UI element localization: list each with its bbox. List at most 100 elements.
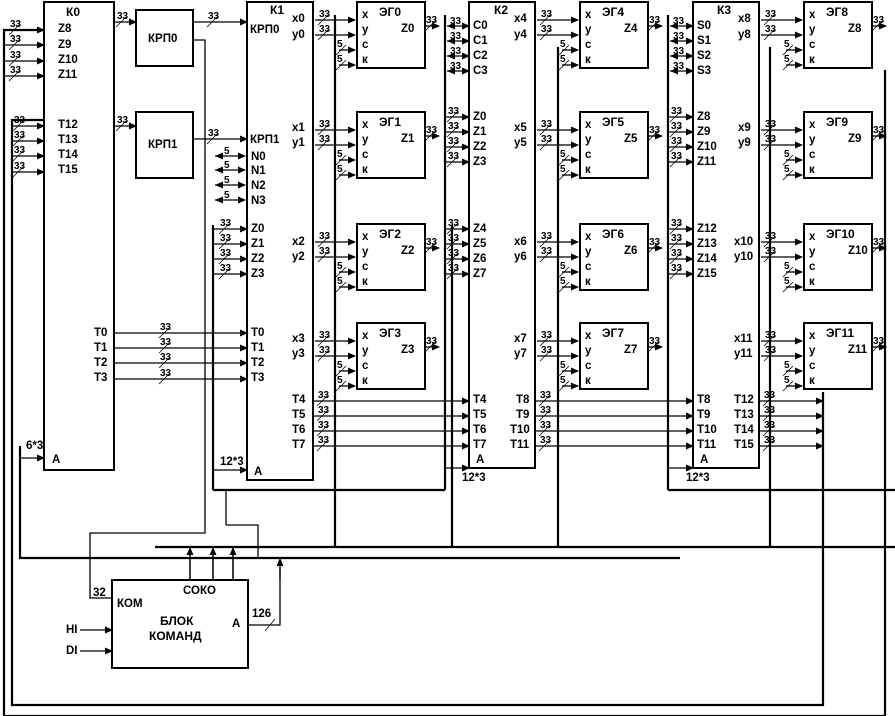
command-block-soko: СОКО — [183, 585, 216, 597]
eg-output-label: Z2 — [401, 245, 414, 257]
bus-slash — [158, 373, 170, 385]
bus-width: 33 — [450, 46, 462, 57]
k1-in-z1: Z1 — [251, 238, 265, 250]
bus-width: 5 — [337, 375, 343, 386]
bus-slash — [647, 242, 659, 254]
k2-width: 12*3 — [462, 472, 486, 484]
k1-n-arrowhead — [215, 166, 223, 174]
bus-width: 33 — [765, 9, 777, 20]
k2-t8: T8 — [516, 394, 530, 406]
control-arrowhead — [670, 67, 678, 75]
k2-labels: К2 C0 C1 C2 C3 Z0 Z1 Z2 Z3 Z4 Z5 Z6 Z7 T… — [462, 3, 530, 484]
bus-width: 5 — [784, 149, 790, 160]
k1-n-arrowhead — [215, 196, 223, 204]
eg-port-1: y — [809, 345, 816, 357]
eg-box — [356, 322, 426, 390]
bus-slash — [424, 130, 436, 142]
bus-width: 33 — [541, 231, 553, 242]
bus-slash — [539, 14, 551, 26]
k3-addr: A — [700, 454, 708, 466]
eg-port-3: к — [585, 164, 591, 176]
signal-wires — [4, 14, 887, 655]
eg-box — [579, 111, 649, 179]
bus-slash — [317, 335, 329, 347]
k3-t12: T12 — [734, 394, 754, 406]
k0-block — [43, 1, 115, 471]
eg-port-1: y — [809, 24, 816, 36]
bus-slash — [12, 166, 24, 178]
k2-addr: A — [476, 454, 484, 466]
k3-y11: y11 — [734, 348, 753, 360]
eg-output-label: Z9 — [848, 133, 861, 145]
bus-width: 33 — [14, 161, 26, 172]
k3-in-z14: Z14 — [697, 253, 717, 265]
bus-slash — [647, 341, 659, 353]
k2-in-c2: C2 — [473, 50, 488, 62]
bus-width: 33 — [765, 119, 777, 130]
bus-slash — [206, 16, 218, 28]
bus-width: 33 — [541, 9, 553, 20]
bus-width: 5 — [337, 54, 343, 65]
k1-y3: y3 — [292, 348, 305, 360]
bus-slash — [446, 111, 458, 123]
bus-slash — [317, 350, 329, 362]
k1-x3: x3 — [292, 333, 305, 345]
k2-in-z7: Z7 — [473, 268, 486, 280]
bus-slash — [782, 44, 794, 56]
bus-slash — [763, 124, 775, 136]
eg-port-2: c — [809, 39, 816, 51]
bus-slash — [335, 380, 347, 392]
bus-width: 33 — [160, 337, 172, 348]
bus-width: 33 — [448, 263, 460, 274]
eg-box — [803, 223, 873, 291]
bus-width: 33 — [319, 246, 331, 257]
eg-title: ЭГ11 — [826, 326, 854, 340]
bus-width: 33 — [14, 115, 26, 126]
bus-slash — [12, 150, 24, 162]
k3-t14: T14 — [734, 424, 754, 436]
command-block-width-a: 126 — [252, 608, 271, 620]
bus-width: 33 — [541, 345, 553, 356]
bus-width: 33 — [671, 121, 683, 132]
bus-width: 5 — [560, 39, 566, 50]
bus-width: 33 — [671, 106, 683, 117]
bus-width: 33 — [10, 34, 22, 45]
bus-width: 33 — [450, 16, 462, 27]
k2-t9: T9 — [516, 409, 529, 421]
k3-x8: x8 — [738, 13, 751, 25]
bus-width: 33 — [426, 125, 438, 136]
eg-title: ЭГ4 — [602, 5, 624, 19]
bus-width: 33 — [540, 435, 552, 446]
eg-port-0: x — [585, 119, 592, 131]
k3-in-s2: S2 — [697, 50, 711, 62]
bus-slash — [424, 242, 436, 254]
bus-width: 33 — [673, 16, 685, 27]
bus-slash — [316, 425, 328, 437]
k1-y0: y0 — [292, 29, 305, 41]
eg-port-1: y — [362, 345, 369, 357]
bus-slash — [335, 365, 347, 377]
k3-in-z15: Z15 — [697, 268, 717, 280]
eg-port-0: x — [809, 231, 816, 243]
k3-in-z9: Z9 — [697, 126, 710, 138]
bus-slash — [335, 169, 347, 181]
k0-width: 6*3 — [26, 440, 43, 452]
k2-in-z4: Z4 — [473, 223, 487, 235]
bus-slash — [317, 29, 329, 41]
bus-width: 5 — [784, 261, 790, 272]
k2-y6: y6 — [514, 251, 527, 263]
krp0-block — [135, 9, 194, 67]
eg-port-2: c — [809, 149, 816, 161]
eg-output-label: Z11 — [848, 344, 868, 356]
k2-t11: T11 — [510, 439, 530, 451]
bus-width: 33 — [764, 405, 776, 416]
bus-width: 33 — [649, 336, 661, 347]
bus-slash — [782, 365, 794, 377]
bus-width: 5 — [784, 54, 790, 65]
k1-n-arrowhead — [215, 181, 223, 189]
